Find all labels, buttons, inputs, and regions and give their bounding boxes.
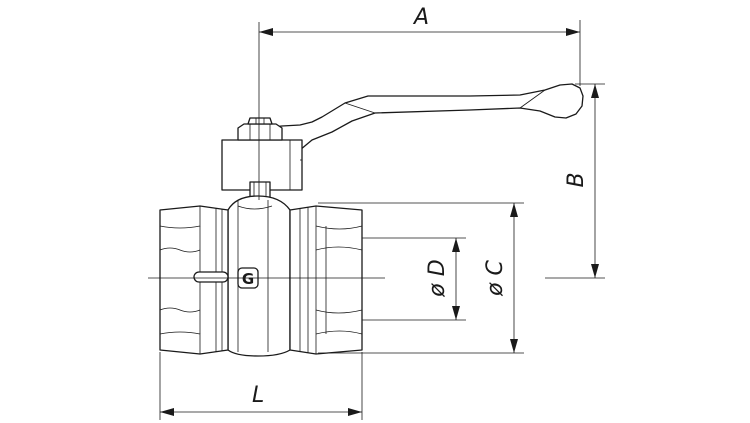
logo-text: G [242, 270, 254, 288]
center-lines [148, 22, 385, 279]
left-hex-end [159, 205, 229, 355]
dimension-A: A [259, 5, 581, 86]
dimension-B-label: B [564, 172, 589, 187]
dimension-D: ø D [362, 237, 466, 321]
dimension-C-label: ø C [483, 259, 508, 296]
hub-nut [237, 117, 283, 141]
dimension-L-label: L [252, 383, 264, 408]
dimension-D-label: ø D [425, 259, 450, 297]
valve-stem [249, 181, 271, 199]
valve-center-body [227, 195, 291, 357]
valve-handle [261, 83, 584, 163]
dimension-C: ø C [318, 202, 524, 354]
dimension-B: B [545, 83, 605, 279]
right-hex-end [289, 205, 363, 355]
dimension-L: L [159, 352, 363, 420]
dimension-A-label: A [412, 5, 429, 30]
